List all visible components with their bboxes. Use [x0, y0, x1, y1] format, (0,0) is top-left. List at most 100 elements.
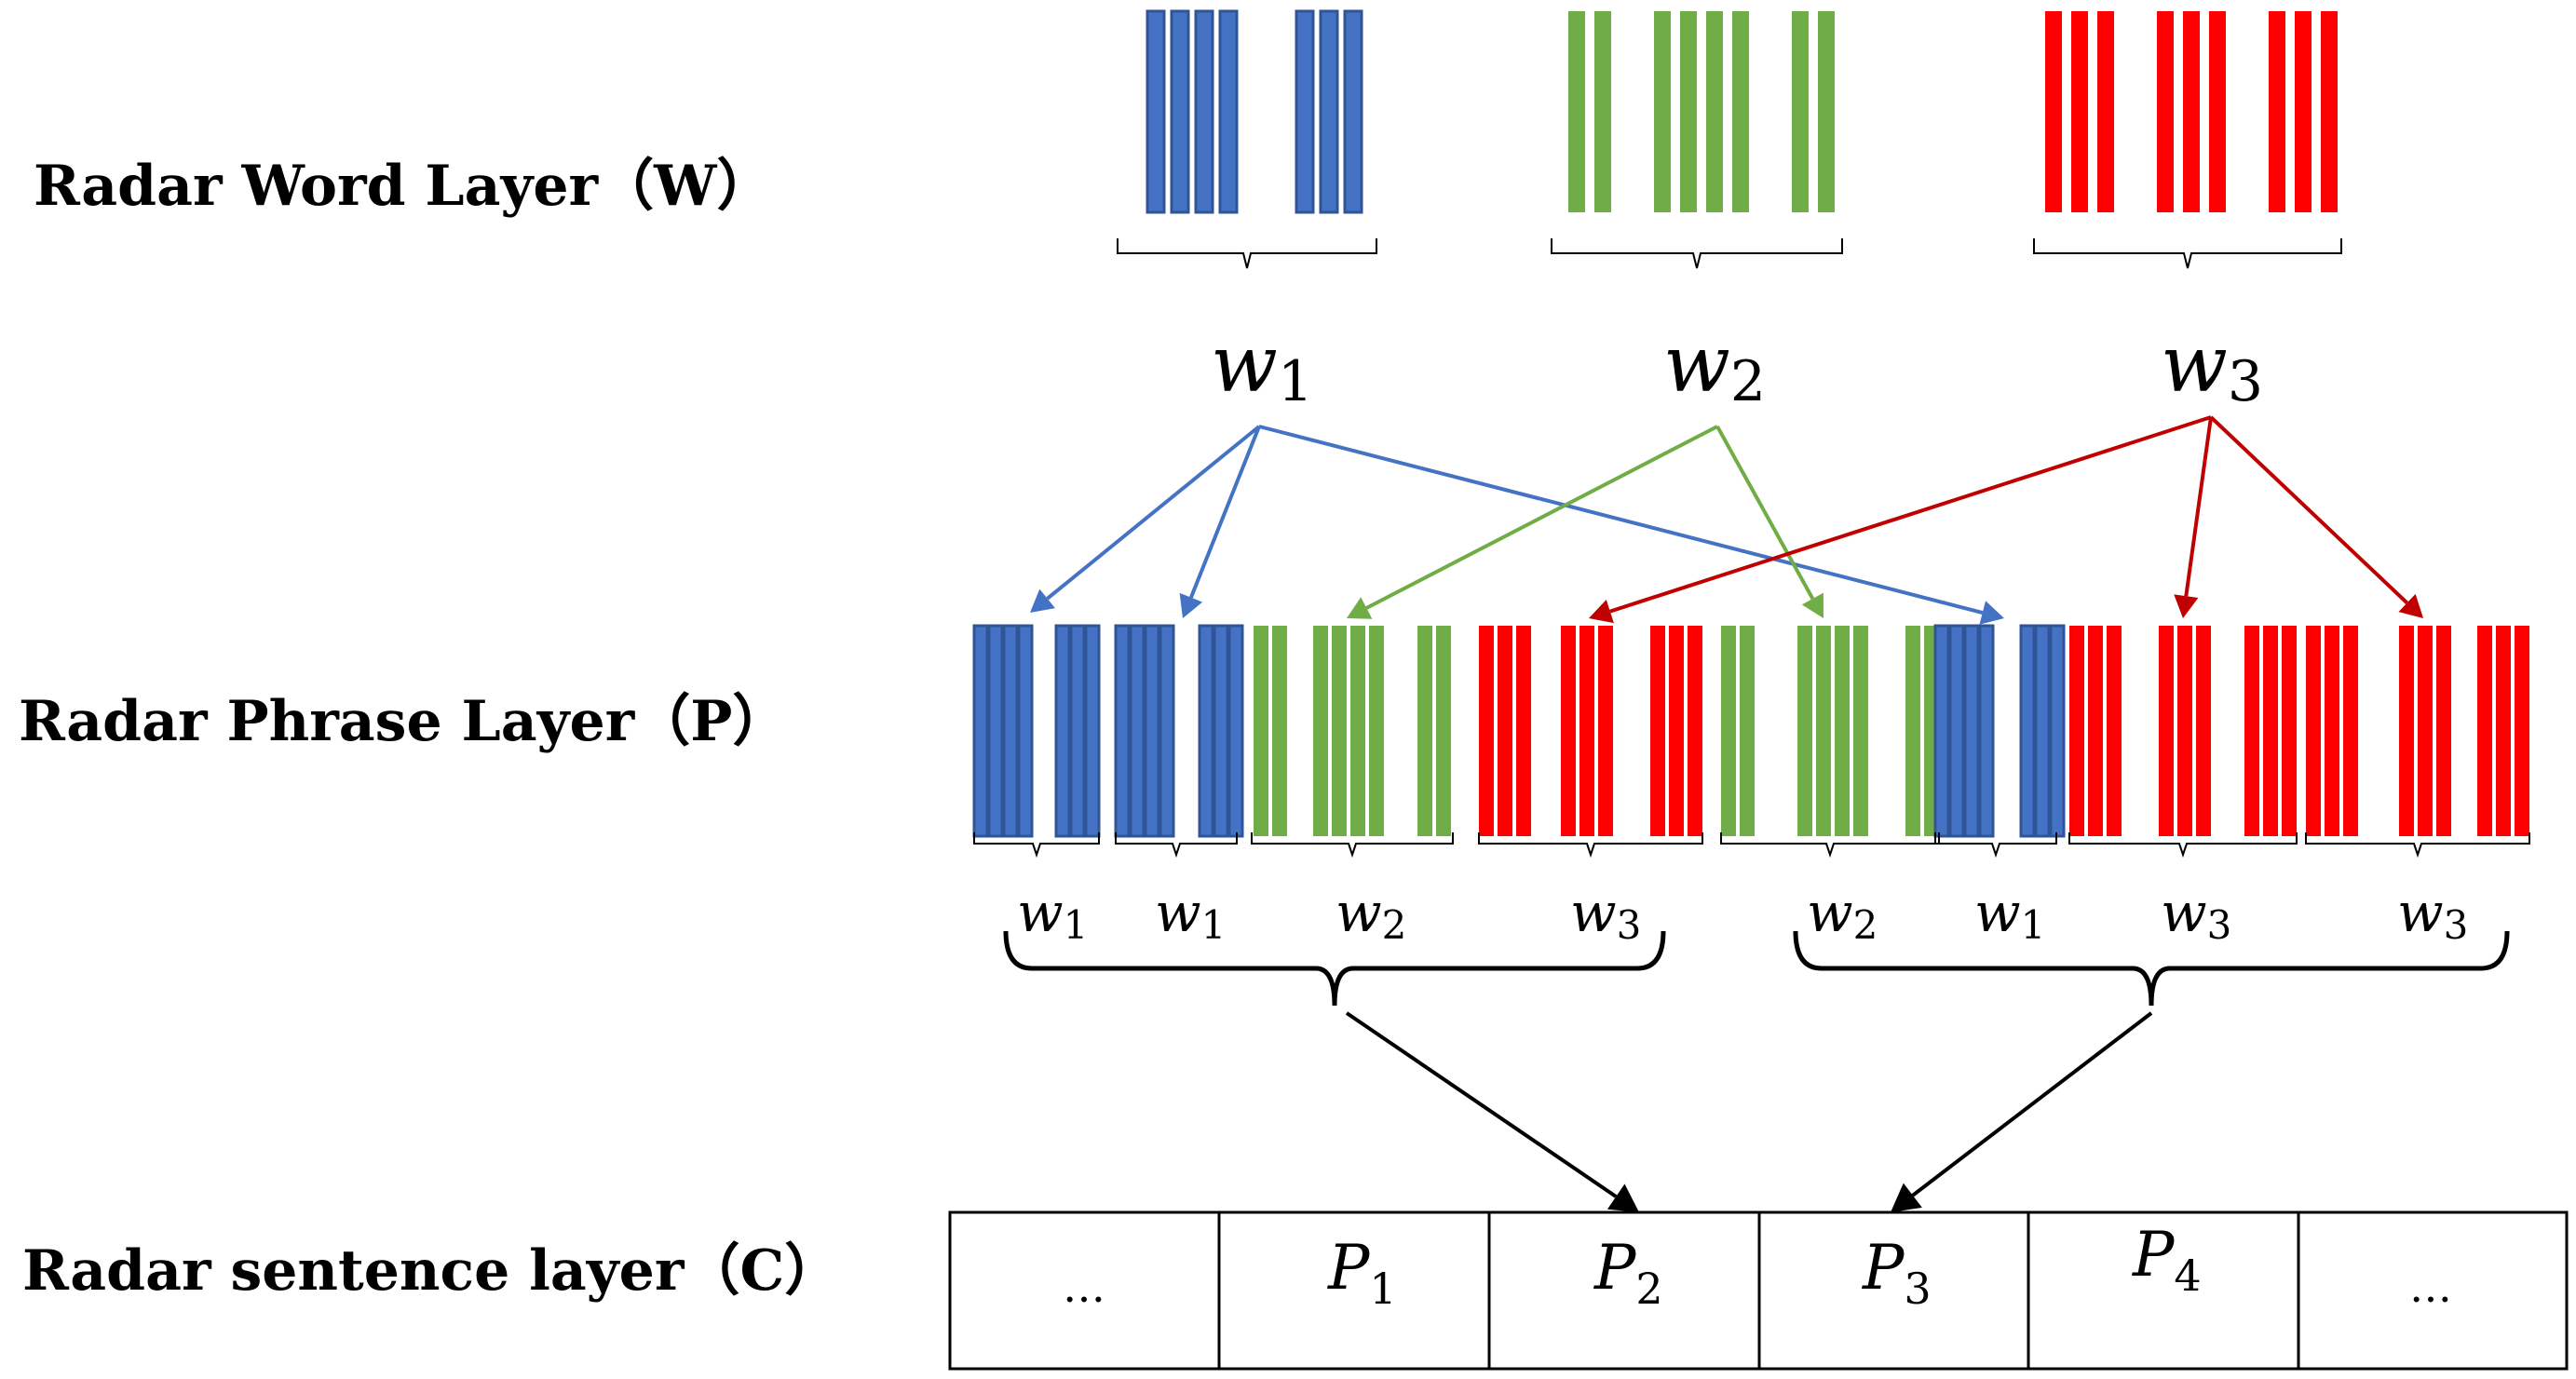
phrase-brace-4	[1478, 832, 1703, 858]
phrase-seg-6-bar-5	[2019, 624, 2036, 838]
phrase-seg-8-bar-1	[2306, 626, 2321, 836]
phrase-seg-4-bar-4	[1561, 626, 1576, 836]
phrase-seg-5-bar-5	[1835, 626, 1850, 836]
phrase-seg-4-bar-3	[1516, 626, 1531, 836]
phrase-group-brace-right	[1793, 930, 2510, 1007]
phrase-seg-4-bar-8	[1669, 626, 1684, 836]
phrase-layer-label: Radar Phrase Layer（P）	[19, 689, 788, 754]
phrase-seg-6-bar-4	[1978, 624, 1995, 838]
word-w2-bar-3	[1654, 11, 1671, 212]
word-w3-bar-9	[2321, 11, 2338, 212]
phrase-seg-7-bar-1	[2069, 626, 2084, 836]
phrase-seg-5-bar-2	[1740, 626, 1755, 836]
phrase-seg-5-bar-7	[1905, 626, 1920, 836]
phrase-seg-7-bar-8	[2263, 626, 2278, 836]
arrow-w2-to-seg3-head	[1347, 597, 1373, 619]
phrase-seg-6-bar-3	[1963, 624, 1980, 838]
word-w2-bar-2	[1594, 11, 1611, 212]
phrase-seg-3-bar-7	[1417, 626, 1432, 836]
phrase-seg-8-bar-6	[2436, 626, 2451, 836]
phrase-seg-8-bar-5	[2418, 626, 2433, 836]
word-brace-w1	[1117, 238, 1377, 269]
phrase-seg-2-bar-5	[1198, 624, 1214, 838]
phrase-brace-2	[1115, 832, 1238, 858]
phrase-word-labels: w1 w1 w2 w3 w2 w1 w3 w3	[1017, 881, 2468, 948]
arrow-group-left-to-p2-head	[1607, 1183, 1639, 1212]
word-to-phrase-arrows	[1030, 415, 2423, 625]
phrase-label-8: w3	[2397, 881, 2468, 948]
sentence-cell-p3: P3	[1862, 1232, 1932, 1314]
phrase-brace-3	[1251, 832, 1454, 858]
word-w3-bar-8	[2295, 11, 2312, 212]
phrase-seg-8-bar-9	[2515, 626, 2529, 836]
phrase-seg-2-bar-1	[1114, 624, 1131, 838]
phrase-label-1: w1	[1017, 881, 1088, 948]
word-w1-bar-3	[1194, 9, 1214, 214]
word-w2-bar-7	[1792, 11, 1809, 212]
sentence-cell-dividers	[1217, 1212, 2300, 1369]
word-brace-w2	[1551, 238, 1843, 269]
phrase-seg-1-bar-1	[972, 624, 989, 838]
phrase-brace-8	[2305, 832, 2530, 858]
phrase-seg-8-bar-8	[2496, 626, 2511, 836]
phrase-group-brace-left	[1003, 930, 1666, 1007]
phrase-seg-1-bar-4	[1017, 624, 1034, 838]
word-brace-w3	[2033, 238, 2342, 269]
phrase-seg-3-bar-6	[1369, 626, 1384, 836]
phrase-seg-2-bar-7	[1227, 624, 1244, 838]
arrow-w1-to-seg1-head	[1030, 588, 1055, 613]
arrow-w3-to-seg4-head	[1589, 600, 1614, 624]
phrase-seg-1-bar-6	[1069, 624, 1086, 838]
word-label-w3: w3	[2161, 318, 2263, 414]
phrase-seg-7-bar-6	[2196, 626, 2211, 836]
word-w2-bar-6	[1732, 11, 1749, 212]
phrase-seg-3-bar-8	[1436, 626, 1451, 836]
phrase-word-braces	[973, 832, 2530, 858]
arrow-w2-to-seg5-head	[1801, 592, 1824, 618]
phrase-seg-4-bar-2	[1498, 626, 1512, 836]
phrase-seg-7-bar-4	[2159, 626, 2174, 836]
word-w3-bar-7	[2269, 11, 2285, 212]
word-w1-bar-2	[1170, 9, 1190, 214]
phrase-seg-3-bar-5	[1350, 626, 1365, 836]
word-w2-bar-4	[1680, 11, 1697, 212]
phrase-seg-4-bar-9	[1688, 626, 1702, 836]
phrase-seg-7-bar-2	[2088, 626, 2103, 836]
phrase-seg-4-bar-6	[1598, 626, 1613, 836]
arrow-w3-to-seg4-shaft	[1609, 415, 2212, 614]
phrase-pulse-sequence	[972, 624, 2529, 838]
word-w3-pulse-pattern	[2045, 11, 2338, 212]
sentence-cell-p4: P4	[2132, 1219, 2202, 1301]
phrase-seg-2-bar-6	[1213, 624, 1229, 838]
word-braces	[1117, 238, 2342, 269]
word-w1-bar-4	[1218, 9, 1239, 214]
phrase-label-3: w2	[1335, 881, 1406, 948]
sentence-sequence: … P1 P2 P3 P4 …	[948, 1210, 2569, 1371]
sentence-cell-ellipsis-right: …	[2409, 1262, 2452, 1312]
phrase-seg-2-bar-3	[1144, 624, 1160, 838]
phrase-label-6: w1	[1974, 881, 2045, 948]
phrase-seg-1-bar-2	[987, 624, 1004, 838]
phrase-seg-3-bar-2	[1272, 626, 1287, 836]
word-w3-bar-4	[2157, 11, 2174, 212]
phrase-seg-1-bar-3	[1002, 624, 1019, 838]
word-w3-bar-6	[2209, 11, 2226, 212]
phrase-seg-6-bar-2	[1948, 624, 1965, 838]
phrase-seg-8-bar-2	[2325, 626, 2339, 836]
word-w2-bar-5	[1706, 11, 1723, 212]
phrase-group-braces	[1003, 930, 2510, 1212]
phrase-label-7: w3	[2161, 881, 2231, 948]
arrow-w3-to-seg8-head	[2398, 593, 2423, 618]
arrow-w2-to-seg5-shaft	[1715, 426, 1815, 600]
phrase-brace-6	[1934, 832, 2057, 858]
phrase-seg-5-bar-3	[1797, 626, 1812, 836]
phrase-seg-3-bar-4	[1332, 626, 1347, 836]
phrase-seg-4-bar-1	[1479, 626, 1494, 836]
word-w1-bar-7	[1343, 9, 1363, 214]
phrase-seg-7-bar-3	[2107, 626, 2122, 836]
phrase-seg-7-bar-5	[2177, 626, 2192, 836]
word-w2-pulse-pattern	[1568, 11, 1835, 212]
word-w3-bar-1	[2045, 11, 2062, 212]
arrow-w3-to-seg8-shaft	[2209, 415, 2408, 604]
